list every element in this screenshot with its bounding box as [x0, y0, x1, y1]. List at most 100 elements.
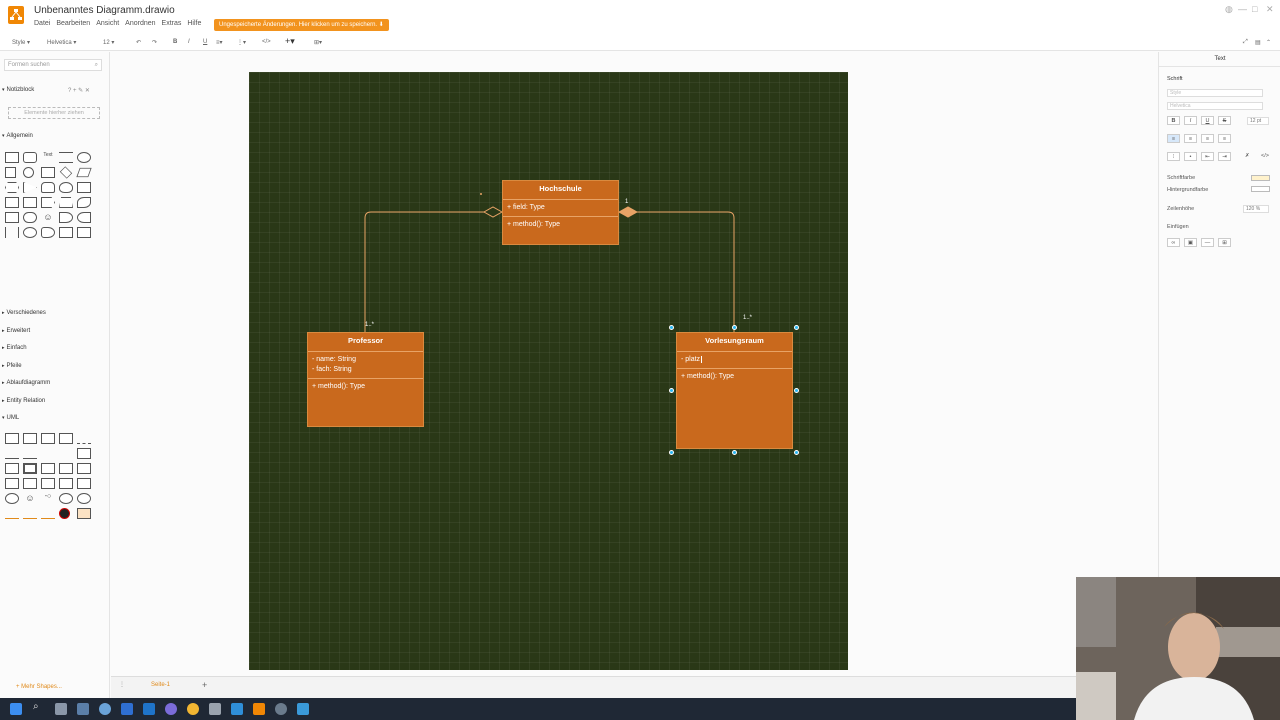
resize-handle-se[interactable]: [794, 450, 799, 455]
class-methods[interactable]: + method(): Type: [503, 217, 618, 233]
bold-icon[interactable]: B: [173, 39, 178, 45]
uml-class-vorlesungsraum[interactable]: Vorlesungsraum - platz + method(): Type: [676, 332, 793, 449]
outlook-icon[interactable]: [143, 703, 155, 715]
multiplicity-vorlesungsraum[interactable]: 1..*: [743, 315, 753, 321]
more-shapes-link[interactable]: + Mehr Shapes...: [16, 684, 62, 690]
uml-frame-shape[interactable]: [23, 478, 37, 489]
font-color-swatch[interactable]: [1251, 175, 1270, 181]
fullscreen-icon[interactable]: ⤢: [1243, 39, 1248, 45]
textbox-shape[interactable]: [59, 152, 73, 163]
uml-entity-shape[interactable]: [59, 493, 73, 504]
uml-usecase-shape[interactable]: [5, 493, 19, 504]
bullet-list-button[interactable]: •: [1184, 152, 1197, 161]
menu-ansicht[interactable]: Ansicht: [96, 20, 120, 27]
uml-line-shape[interactable]: [77, 433, 91, 444]
cube-shape[interactable]: [23, 197, 37, 208]
cylinder-shape[interactable]: [41, 182, 55, 193]
uml-class-hochschule[interactable]: Hochschule + field: Type + method(): Typ…: [502, 180, 619, 245]
app-icon-1[interactable]: [77, 703, 89, 715]
align-justify-button[interactable]: ≡: [1218, 134, 1231, 143]
resize-handle-s[interactable]: [732, 450, 737, 455]
xor-shape[interactable]: [77, 212, 91, 223]
uml-component-shape[interactable]: [59, 463, 73, 474]
background-color-swatch[interactable]: [1251, 186, 1270, 192]
menu-hilfe[interactable]: Hilfe: [187, 20, 202, 27]
document-shape[interactable]: [77, 182, 91, 193]
outdent-button[interactable]: ⇤: [1201, 152, 1214, 161]
process-shape[interactable]: [41, 167, 55, 178]
multiplicity-hochschule[interactable]: 1: [625, 199, 629, 205]
aggregation-diamond-open[interactable]: [482, 206, 504, 218]
uml-actor-shape[interactable]: ☺: [25, 493, 35, 503]
callout-shape[interactable]: [23, 212, 37, 223]
rounded-rectangle-shape[interactable]: [23, 152, 37, 163]
underline-button[interactable]: U: [1201, 116, 1214, 125]
uml-final-state-shape[interactable]: [59, 508, 70, 519]
resize-handle-w[interactable]: [669, 388, 674, 393]
indent-button[interactable]: ⇥: [1218, 152, 1231, 161]
font-dropdown[interactable]: Helvetica ▾: [47, 40, 77, 46]
align-center-button[interactable]: ≡: [1184, 134, 1197, 143]
attribute-row-editing[interactable]: - platz: [681, 356, 703, 363]
style-select[interactable]: Style: [1167, 89, 1263, 97]
section-notizblock[interactable]: Notizblock: [2, 87, 35, 93]
attribute-row[interactable]: - name: String: [312, 356, 356, 363]
parallelogram-shape[interactable]: [76, 167, 92, 178]
internal-storage-shape[interactable]: [5, 197, 19, 208]
section-verschiedenes[interactable]: Verschiedenes: [2, 310, 46, 316]
menu-anordnen[interactable]: Anordnen: [125, 20, 156, 27]
document-title[interactable]: Unbenanntes Diagramm.drawio: [34, 5, 175, 16]
list-shape[interactable]: [5, 227, 19, 238]
class-name[interactable]: Hochschule: [503, 181, 618, 200]
undo-icon[interactable]: ↶: [136, 40, 142, 46]
search-icon[interactable]: ⌕: [94, 62, 98, 68]
drawio-taskbar-icon[interactable]: [253, 703, 265, 715]
resize-handle-ne[interactable]: [794, 325, 799, 330]
class-methods[interactable]: + method(): Type: [308, 379, 423, 395]
text-shape[interactable]: Text: [43, 152, 53, 158]
section-erweitert[interactable]: Erweitert: [2, 328, 31, 334]
composition-diamond-filled[interactable]: [617, 206, 639, 218]
uml-package-shape[interactable]: [77, 448, 91, 459]
close-icon[interactable]: ✕: [1266, 4, 1274, 14]
app-icon-5[interactable]: [231, 703, 243, 715]
rectangle-shape[interactable]: [5, 152, 19, 163]
resize-handle-sw[interactable]: [669, 450, 674, 455]
delay-shape[interactable]: [41, 227, 55, 238]
section-einfach[interactable]: Einfach: [2, 345, 27, 351]
insert-table-button[interactable]: ⊞: [1218, 238, 1231, 247]
uml-state-shape[interactable]: [77, 478, 91, 489]
uml-lane-shape[interactable]: [77, 508, 91, 519]
format-panel-toggle-icon[interactable]: ▤: [1255, 40, 1261, 46]
font-size-field[interactable]: 12 pt: [1247, 117, 1269, 125]
redo-icon[interactable]: ↷: [152, 40, 158, 46]
numbered-list-button[interactable]: ⁝: [1167, 152, 1180, 161]
section-entity-relation[interactable]: Entity Relation: [2, 398, 46, 404]
data-storage-shape[interactable]: [23, 227, 37, 238]
multiplicity-professor[interactable]: 1..*: [365, 322, 375, 328]
class-name[interactable]: Vorlesungsraum: [677, 333, 792, 352]
bold-button[interactable]: B: [1167, 116, 1180, 125]
underline-icon[interactable]: U: [203, 39, 208, 45]
uml-class-4-shape[interactable]: [59, 433, 73, 444]
search-icon[interactable]: ⌕: [33, 701, 39, 712]
uml-boundary-shape[interactable]: [59, 478, 73, 489]
method-row[interactable]: + method(): Type: [312, 383, 365, 390]
class-attributes[interactable]: - name: String - fach: String: [308, 352, 423, 379]
uml-message-shape[interactable]: [23, 508, 37, 519]
uml-enum-shape[interactable]: [41, 463, 55, 474]
insert-hr-button[interactable]: —: [1201, 238, 1214, 247]
trapezoid-shape[interactable]: [59, 197, 73, 208]
vertical-align-icon[interactable]: ⋮▾: [237, 40, 247, 46]
globe-icon[interactable]: ◍: [1225, 4, 1233, 14]
shape-search-input[interactable]: Formen suchen ⌕: [4, 59, 102, 71]
or-shape[interactable]: [59, 212, 73, 223]
step-shape[interactable]: [41, 197, 55, 208]
uml-class-2-shape[interactable]: [23, 433, 37, 444]
insert-icon[interactable]: +▾: [285, 36, 295, 46]
tab-text[interactable]: Text: [1159, 52, 1280, 67]
class-attributes[interactable]: - platz: [677, 352, 792, 369]
resize-handle-n[interactable]: [732, 325, 737, 330]
uml-note-shape[interactable]: [5, 478, 19, 489]
add-page-button[interactable]: +: [202, 680, 208, 690]
